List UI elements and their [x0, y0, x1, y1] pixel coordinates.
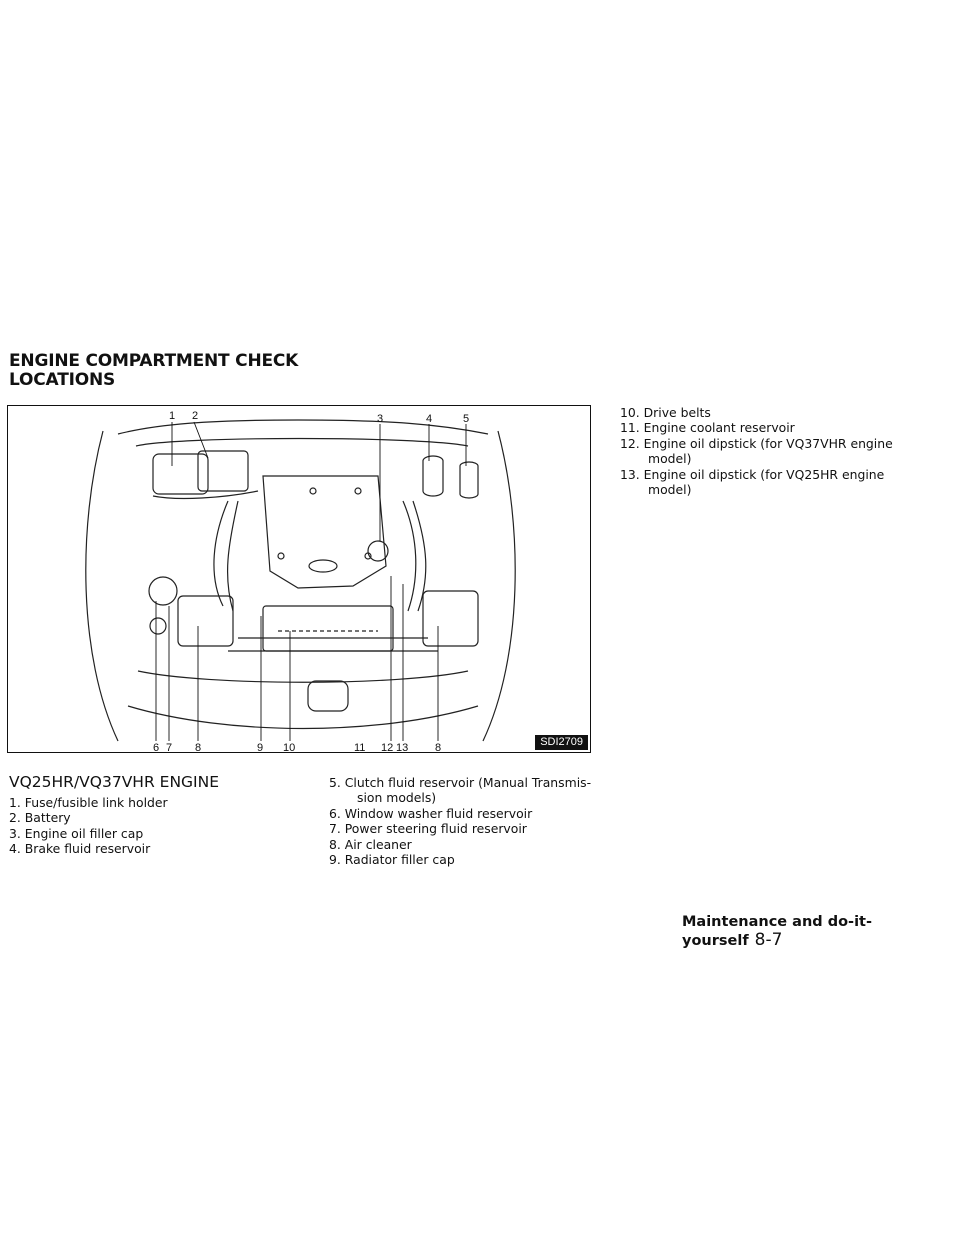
engine-cover-shape	[262, 475, 387, 589]
washer-reservoir-shape	[148, 576, 178, 606]
brake-fluid-reservoir-shape	[422, 455, 444, 497]
callout-13: 13	[396, 742, 408, 753]
fuse-box-shape	[152, 453, 209, 495]
engine-compartment-illustration: 1 2 3 4 5 6 7 8 9 10 11 12 13 8 SDI2709	[7, 405, 591, 753]
list-item: 5. Clutch fluid reservoir (Manual Transm…	[329, 775, 599, 806]
list-item: 6. Window washer fluid reservoir	[329, 805, 533, 821]
list-item: 2. Battery	[9, 810, 71, 826]
list-item-text: 5. Clutch fluid reservoir (Manual Transm…	[329, 775, 592, 790]
list-item: 4. Brake fluid reservoir	[9, 841, 151, 857]
engine-line-drawing: 1 2 3 4 5 6 7 8 9 10 11 12 13 8	[85, 410, 516, 753]
parts-list-col2: 5. Clutch fluid reservoir (Manual Transm…	[329, 775, 599, 867]
callout-2: 2	[192, 410, 198, 422]
list-item: 8. Air cleaner	[329, 836, 412, 852]
list-item-text: 12. Engine oil dipstick (for VQ37VHR eng…	[620, 435, 893, 451]
list-item-continuation: model)	[648, 482, 692, 498]
parts-list-col3: 10. Drive belts 11. Engine coolant reser…	[620, 405, 920, 497]
page-number: 8-7	[754, 930, 783, 950]
chapter-title: Maintenance and do-it-yourself	[682, 914, 872, 949]
callout-10: 10	[283, 742, 295, 753]
list-item: 3. Engine oil filler cap	[9, 825, 144, 841]
section-title-line-1: ENGINE COMPARTMENT CHECK	[9, 351, 299, 371]
list-item: 1. Fuse/fusible link holder	[9, 795, 168, 810]
callout-1: 1	[169, 410, 175, 422]
air-cleaner-right-shape	[422, 590, 479, 647]
parts-list-col1: 1. Fuse/fusible link holder 2. Battery 3…	[9, 795, 299, 857]
list-item: 11. Engine coolant reservoir	[620, 420, 795, 436]
list-item-continuation: sion models)	[357, 790, 437, 806]
battery-shape	[197, 450, 249, 492]
oil-filler-cap-shape	[367, 540, 389, 562]
clutch-fluid-reservoir-shape	[459, 461, 479, 499]
list-item-text: 13. Engine oil dipstick (for VQ25HR engi…	[620, 466, 885, 482]
list-item: 9. Radiator filler cap	[329, 852, 455, 868]
list-item: 13. Engine oil dipstick (for VQ25HR engi…	[620, 467, 920, 498]
list-item: 10. Drive belts	[620, 405, 711, 420]
callout-8-right: 8	[435, 742, 441, 753]
callout-11: 11	[354, 742, 365, 753]
callout-6: 6	[153, 742, 159, 753]
list-item-continuation: model)	[648, 451, 692, 467]
radiator-shape	[262, 605, 394, 652]
callout-5: 5	[463, 413, 469, 425]
callout-4: 4	[426, 413, 432, 425]
engine-subheading: VQ25HR/VQ37VHR ENGINE	[9, 773, 220, 791]
callout-3: 3	[377, 413, 383, 425]
callout-9: 9	[257, 742, 263, 753]
callout-12: 12	[381, 742, 393, 753]
section-title: ENGINE COMPARTMENT CHECK LOCATIONS	[9, 352, 298, 390]
section-title-line-2: LOCATIONS	[9, 370, 116, 390]
list-item: 12. Engine oil dipstick (for VQ37VHR eng…	[620, 436, 920, 467]
list-item: 7. Power steering fluid reservoir	[329, 821, 527, 837]
figure-label: SDI2709	[535, 735, 588, 750]
callout-7: 7	[166, 742, 172, 753]
callout-8-left: 8	[195, 742, 201, 753]
air-cleaner-left-shape	[177, 595, 234, 647]
